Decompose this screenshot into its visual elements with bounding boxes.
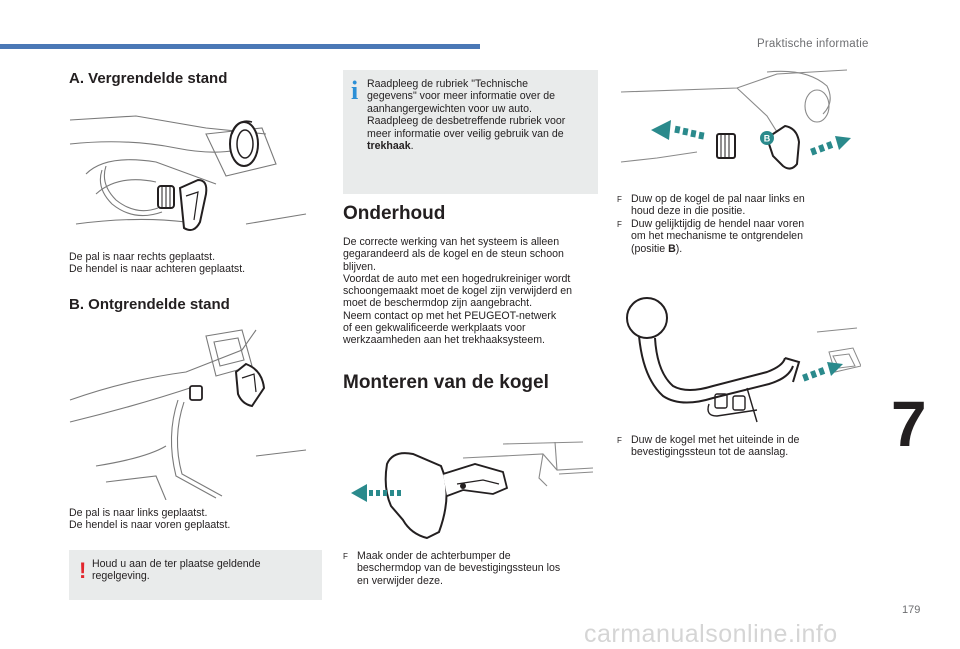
bullet-item: F Duw gelijktijdig de hendel naar voren … xyxy=(617,218,857,255)
unlocked-position-illustration xyxy=(69,329,307,500)
position-b-badge: B xyxy=(764,134,771,144)
warning-text: Houd u aan de ter plaatse geldende regel… xyxy=(92,558,261,583)
step3-text: Duw gelijktijdig de hendel naar voren om… xyxy=(631,218,804,255)
page-number: 179 xyxy=(902,604,921,616)
mounting-heading: Monteren van de kogel xyxy=(343,372,549,393)
bullet-marker-icon: F xyxy=(617,219,622,229)
unlocked-position-heading: B. Ontgrendelde stand xyxy=(69,296,230,313)
info-text: Raadpleeg de rubriek "Technische gegeven… xyxy=(367,78,565,152)
bullet-marker-icon: F xyxy=(617,436,622,445)
bullet-marker-icon: F xyxy=(343,552,348,561)
locked-position-heading: A. Vergrendelde stand xyxy=(69,70,228,87)
mounting-step4-illustration xyxy=(626,297,861,423)
info-text-bold: trekhaak xyxy=(367,140,411,153)
mounting-step4: F Duw de kogel met het uiteinde in de be… xyxy=(617,434,857,459)
step3-text-b: ). xyxy=(675,242,683,255)
info-icon: i xyxy=(351,76,359,105)
step4-text: Duw de kogel met het uiteinde in de beve… xyxy=(631,434,800,459)
unlocked-position-text: De pal is naar links geplaatst. De hende… xyxy=(69,507,231,532)
chapter-header-title: Praktische informatie xyxy=(757,38,869,50)
mounting-step1: F Maak onder de achterbumper de bescherm… xyxy=(343,550,599,587)
maintenance-text: De correcte werking van het systeem is a… xyxy=(343,236,573,347)
header-accent-bar xyxy=(0,44,480,49)
info-text-end: . xyxy=(410,140,414,153)
step3-text-a: Duw gelijktijdig de hendel naar voren om… xyxy=(631,217,805,255)
step2-text: Duw op de kogel de pal naar links en hou… xyxy=(631,193,805,218)
bullet-marker-icon: F xyxy=(617,195,622,204)
locked-position-text: De pal is naar rechts geplaatst. De hend… xyxy=(69,251,246,276)
chapter-number: 7 xyxy=(891,388,927,460)
mounting-step2-illustration: B xyxy=(620,69,851,170)
step3-text-bold: B xyxy=(668,242,676,255)
warning-exclamation-icon: ! xyxy=(79,558,87,583)
mounting-steps-2-3: F Duw op de kogel de pal naar links en h… xyxy=(617,193,857,255)
bullet-item: F Maak onder de achterbumper de bescherm… xyxy=(343,550,599,587)
warning-box: ! Houd u aan de ter plaatse geldende reg… xyxy=(69,550,322,600)
maintenance-heading: Onderhoud xyxy=(343,203,446,224)
watermark-text: carmanualsonline.info xyxy=(584,620,838,648)
bullet-item: F Duw de kogel met het uiteinde in de be… xyxy=(617,434,857,459)
info-box: i Raadpleeg de rubriek "Technische gegev… xyxy=(343,70,598,194)
bullet-item: F Duw op de kogel de pal naar links en h… xyxy=(617,193,857,218)
locked-position-illustration xyxy=(69,115,307,231)
mounting-step1-illustration xyxy=(351,441,594,540)
info-text-body: Raadpleeg de rubriek "Technische gegeven… xyxy=(367,78,566,140)
step1-text: Maak onder de achterbumper de beschermdo… xyxy=(357,550,561,587)
